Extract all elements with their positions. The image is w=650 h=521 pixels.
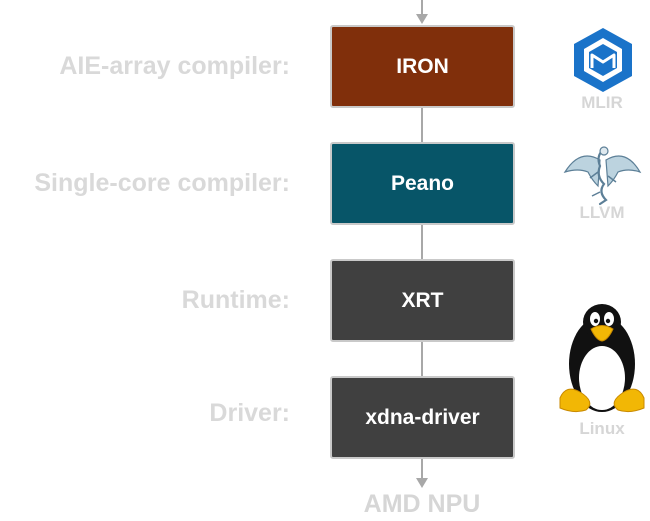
llvm-caption: LLVM xyxy=(579,203,625,222)
component-box-xdna-driver: xdna-driver xyxy=(330,376,515,459)
component-box-peano: Peano xyxy=(330,142,515,225)
linux-caption: Linux xyxy=(579,419,625,438)
component-label: IRON xyxy=(396,54,449,78)
row-label-runtime: Runtime: xyxy=(181,286,290,314)
component-label: xdna-driver xyxy=(365,405,480,429)
arrow-out-icon xyxy=(416,478,428,488)
row-label-aie-compiler: AIE-array compiler: xyxy=(59,52,290,80)
component-box-iron: IRON xyxy=(330,25,515,108)
component-label: Peano xyxy=(390,171,455,195)
component-box-xrt: XRT xyxy=(330,259,515,342)
row-label-driver: Driver: xyxy=(209,399,290,427)
arrow-in-icon xyxy=(416,14,428,24)
target-label: AMD NPU xyxy=(363,490,481,518)
component-label: XRT xyxy=(401,288,444,312)
mlir-caption: MLIR xyxy=(581,93,623,112)
row-label-single-core-compiler: Single-core compiler: xyxy=(34,169,290,197)
